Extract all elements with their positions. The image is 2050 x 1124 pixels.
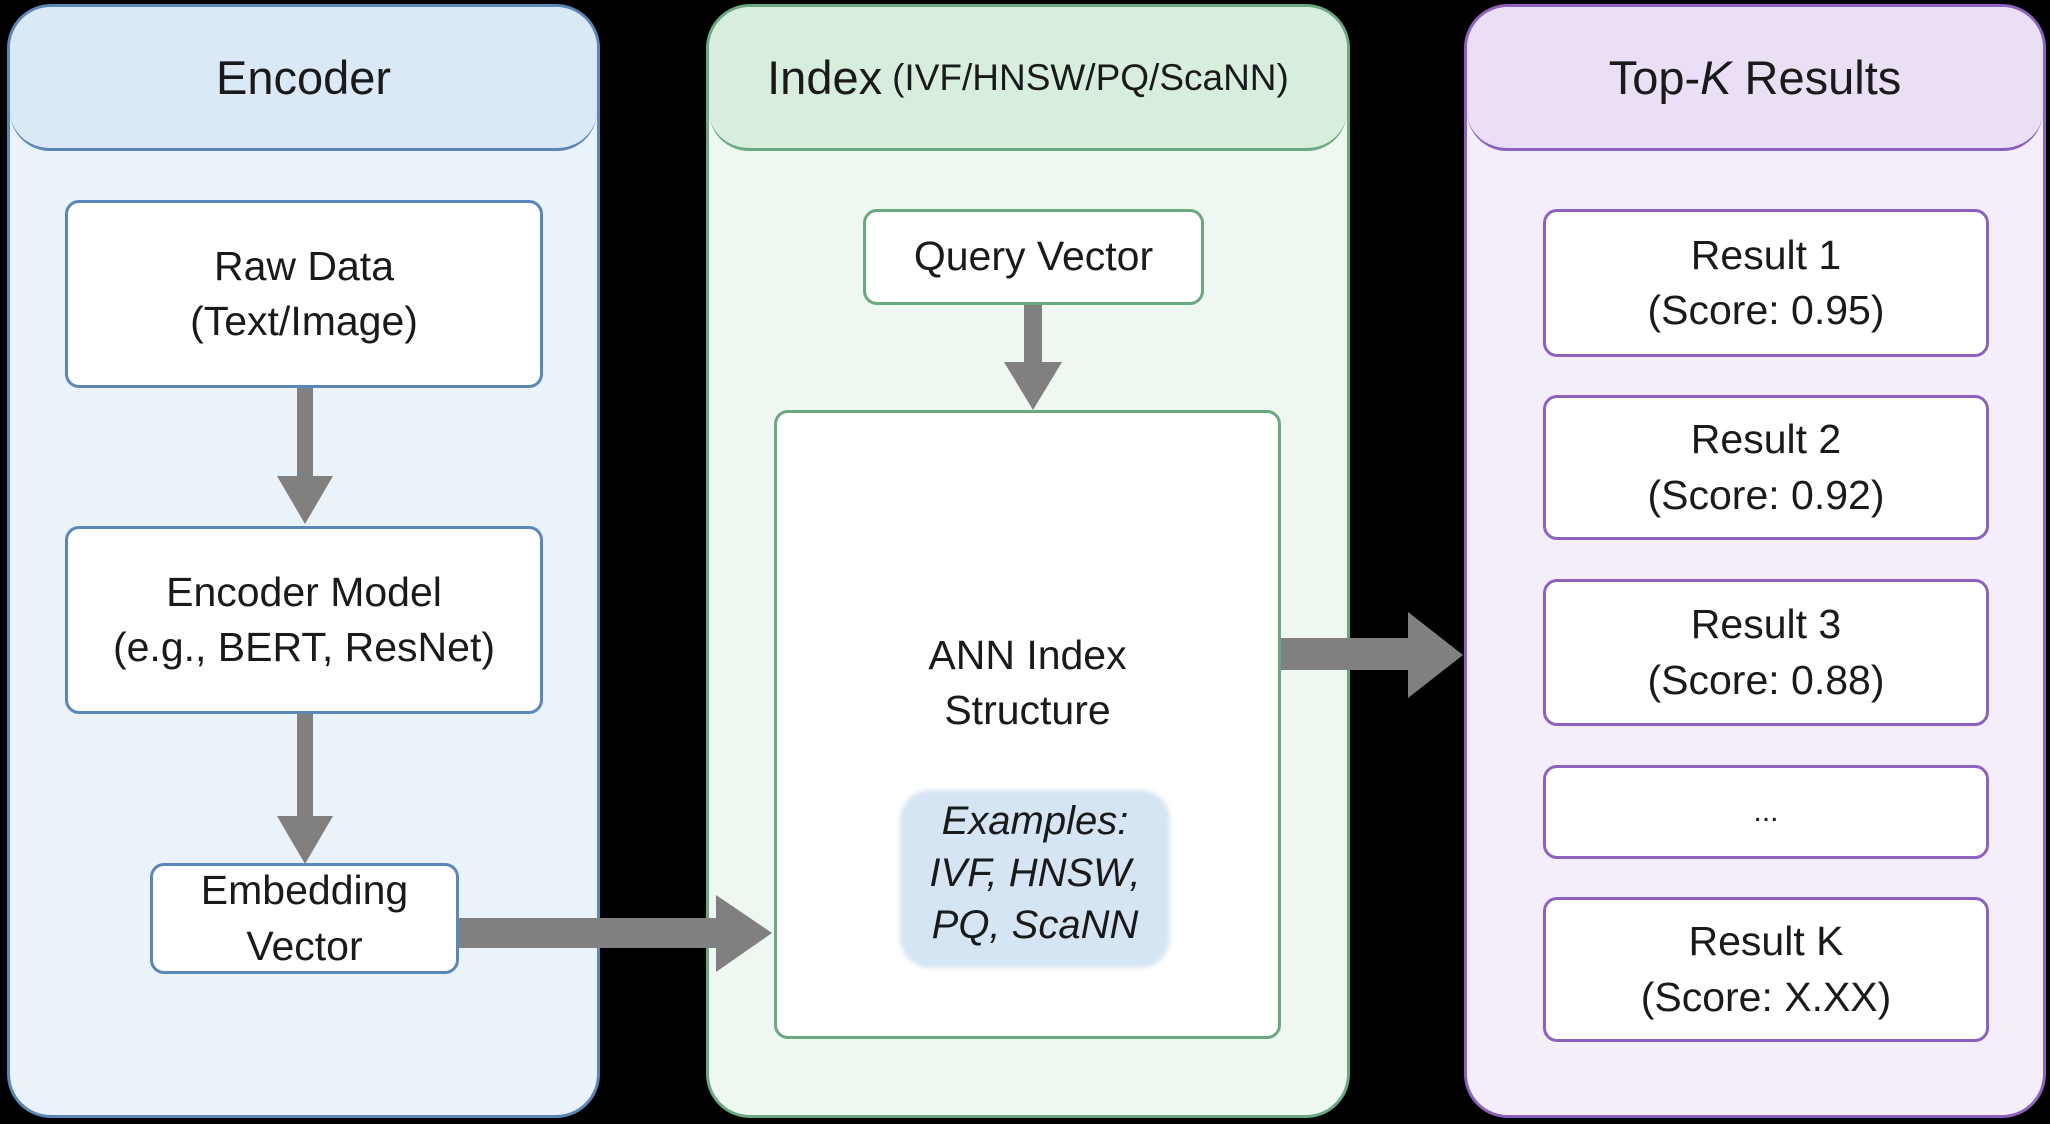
index-header: Index (IVF/HNSW/PQ/ScaNN) xyxy=(709,7,1347,151)
arrow-model-to-embedding-head xyxy=(277,816,333,864)
arrow-raw-to-model-head xyxy=(277,476,333,524)
query-vector-box: Query Vector xyxy=(863,209,1204,305)
result-item: Result 3 (Score: 0.88) xyxy=(1543,579,1989,726)
encoder-model-box: Encoder Model (e.g., BERT, ResNet) xyxy=(65,526,543,714)
results-title: Top-K Results xyxy=(1608,51,1902,104)
arrow-ann-to-results-head xyxy=(1408,612,1463,698)
embedding-vector-box: Embedding Vector xyxy=(150,863,459,974)
result-item-ellipsis: ... xyxy=(1543,765,1989,859)
arrow-query-to-ann xyxy=(1024,305,1042,365)
encoder-title: Encoder xyxy=(215,51,392,104)
result-item: Result 2 (Score: 0.92) xyxy=(1543,395,1989,540)
examples-text: Examples: IVF, HNSW, PQ, ScaNN xyxy=(929,799,1141,947)
encoder-header: Encoder xyxy=(10,7,597,151)
index-title: Index xyxy=(767,51,883,104)
arrow-model-to-embedding xyxy=(297,714,313,818)
result-item: Result 1 (Score: 0.95) xyxy=(1543,209,1989,357)
result-item: Result K (Score: X.XX) xyxy=(1543,897,1989,1042)
examples-highlight xyxy=(900,790,1170,968)
arrow-embedding-to-index xyxy=(459,918,719,948)
arrow-query-to-ann-head xyxy=(1004,362,1062,410)
results-header: Top-K Results xyxy=(1467,7,2043,151)
arrow-raw-to-model xyxy=(297,388,313,478)
raw-data-box: Raw Data (Text/Image) xyxy=(65,200,543,388)
arrow-ann-to-results xyxy=(1281,638,1411,670)
index-subtitle: (IVF/HNSW/PQ/ScaNN) xyxy=(892,56,1289,98)
arrow-embedding-to-index-head xyxy=(716,895,772,972)
